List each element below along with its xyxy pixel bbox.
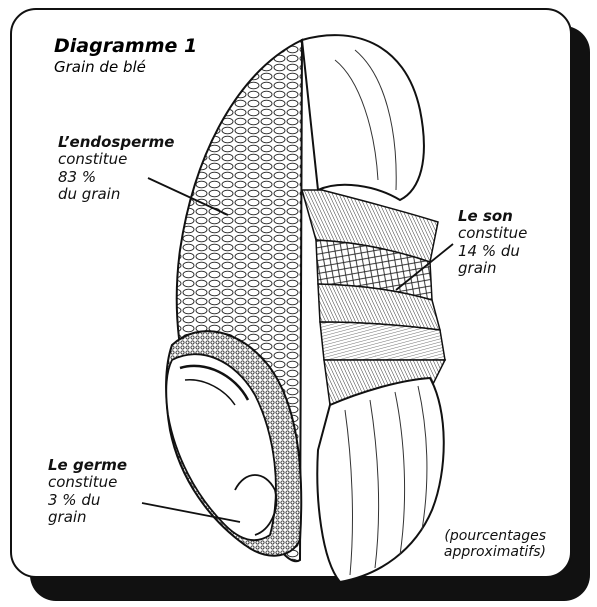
endosperme-line: 83 % [58,169,174,186]
diagram-title: Diagramme 1 [54,35,197,57]
germe-line: grain [48,509,127,526]
bran-layer-4 [320,322,445,360]
note-line: (pourcentages [424,528,546,544]
label-son: Le son constitue 14 % du grain [458,208,527,277]
endosperme-line: du grain [58,186,174,203]
endosperme-line: constitue [58,151,174,168]
label-germe: Le germe constitue 3 % du grain [48,457,127,526]
germe-line: 3 % du [48,492,127,509]
grain-cap [302,35,424,200]
son-line: constitue [458,225,527,242]
endosperme-heading: L’endosperme [58,134,174,151]
approximation-note: (pourcentages approximatifs) [424,528,546,560]
germe-heading: Le germe [48,457,127,474]
son-line: 14 % du [458,243,527,260]
germe-line: constitue [48,474,127,491]
note-line: approximatifs) [424,544,546,560]
son-line: grain [458,260,527,277]
label-endosperme: L’endosperme constitue 83 % du grain [58,134,174,203]
diagram-subtitle: Grain de blé [54,58,197,76]
son-heading: Le son [458,208,527,225]
diagram-title-block: Diagramme 1 Grain de blé [54,35,197,76]
